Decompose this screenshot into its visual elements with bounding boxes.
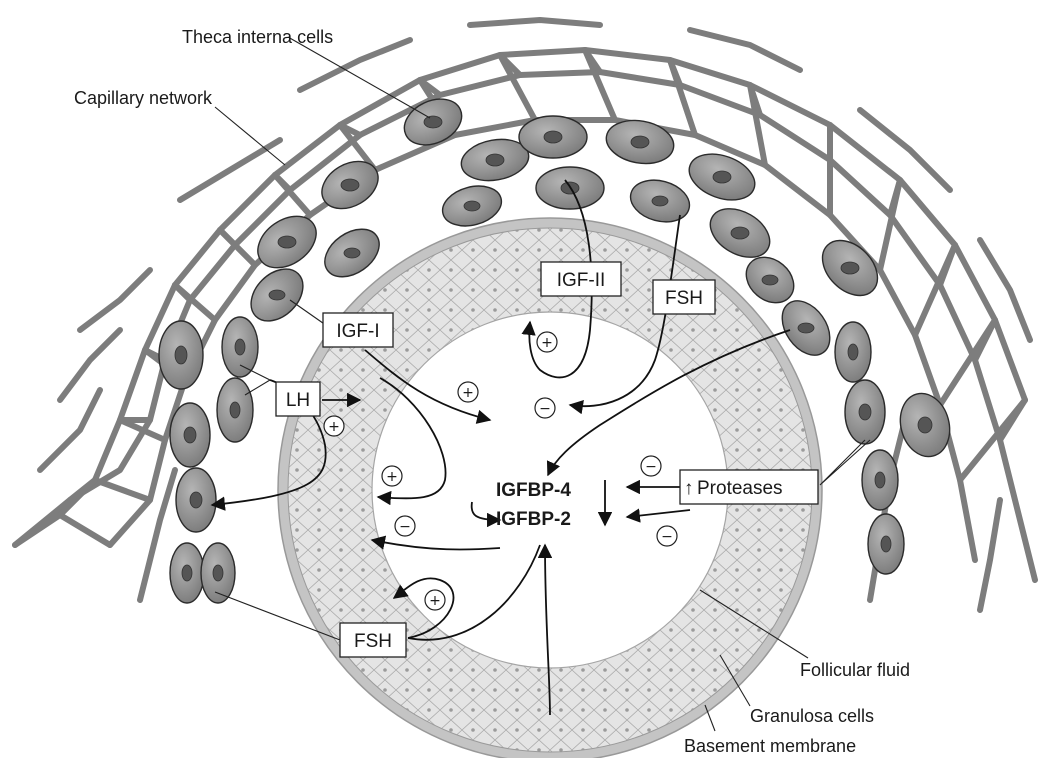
sign-plus-lh: + [324,416,344,436]
granulosa-cells-label: Granulosa cells [750,706,874,726]
svg-text:−: − [645,459,657,475]
svg-text:−: − [539,401,551,417]
basement-membrane-label: Basement membrane [684,736,856,756]
svg-text:+: + [328,419,340,435]
theca-cell [845,380,885,444]
fsh-bottom-label: FSH [354,631,392,652]
igfbp2-label: IGFBP-2 [496,509,571,530]
box-fsh-top: FSH [653,280,715,314]
sign-plus-fsh-bottom: + [425,590,445,610]
igf-i-label: IGF-I [336,321,379,342]
theca-cell [626,174,694,228]
box-igf-i: IGF-I [323,313,393,347]
igf-ii-label: IGF-II [557,270,606,291]
theca-cell [170,543,204,603]
theca-cell [683,146,761,209]
box-fsh-bottom: FSH [340,623,406,657]
theca-cell [170,403,210,467]
lh-label: LH [286,390,310,411]
box-lh: LH [276,382,320,416]
sign-minus-fsh-top: − [535,398,555,418]
theca-cell [397,90,469,153]
svg-text:+: + [386,469,398,485]
theca-cell [201,543,235,603]
igfbp4-label: IGFBP-4 [496,480,571,501]
svg-text:+: + [429,593,441,609]
theca-cell [222,317,258,377]
theca-cell [603,115,677,168]
fsh-top-label: FSH [665,288,703,309]
capillary-network-label: Capillary network [74,88,213,108]
sign-minus-proteases-top: − [641,456,661,476]
box-proteases: ↑ Proteases [680,470,818,504]
box-igf-ii: IGF-II [541,262,621,296]
theca-cell [868,514,904,574]
svg-text:+: + [462,385,474,401]
theca-cell [159,321,203,389]
sign-plus-igf2: + [537,332,557,352]
proteases-label: Proteases [697,478,783,499]
theca-cell [217,378,253,442]
theca-cell [316,219,388,286]
theca-cell [519,116,587,158]
sign-plus-igfi: + [458,382,478,402]
svg-text:−: − [399,519,411,535]
svg-text:−: − [661,529,673,545]
svg-text:+: + [541,335,553,351]
follicular-fluid-label: Follicular fluid [800,660,910,680]
theca-cell [176,468,216,532]
sign-minus-granulosa: − [395,516,415,536]
proteases-up-arrow: ↑ [684,478,694,499]
theca-interna-cells-label: Theca interna cells [182,27,333,47]
theca-cell [835,322,871,382]
theca-cell [862,450,898,510]
sign-plus-granulosa: + [382,466,402,486]
sign-minus-proteases-bottom: − [657,526,677,546]
